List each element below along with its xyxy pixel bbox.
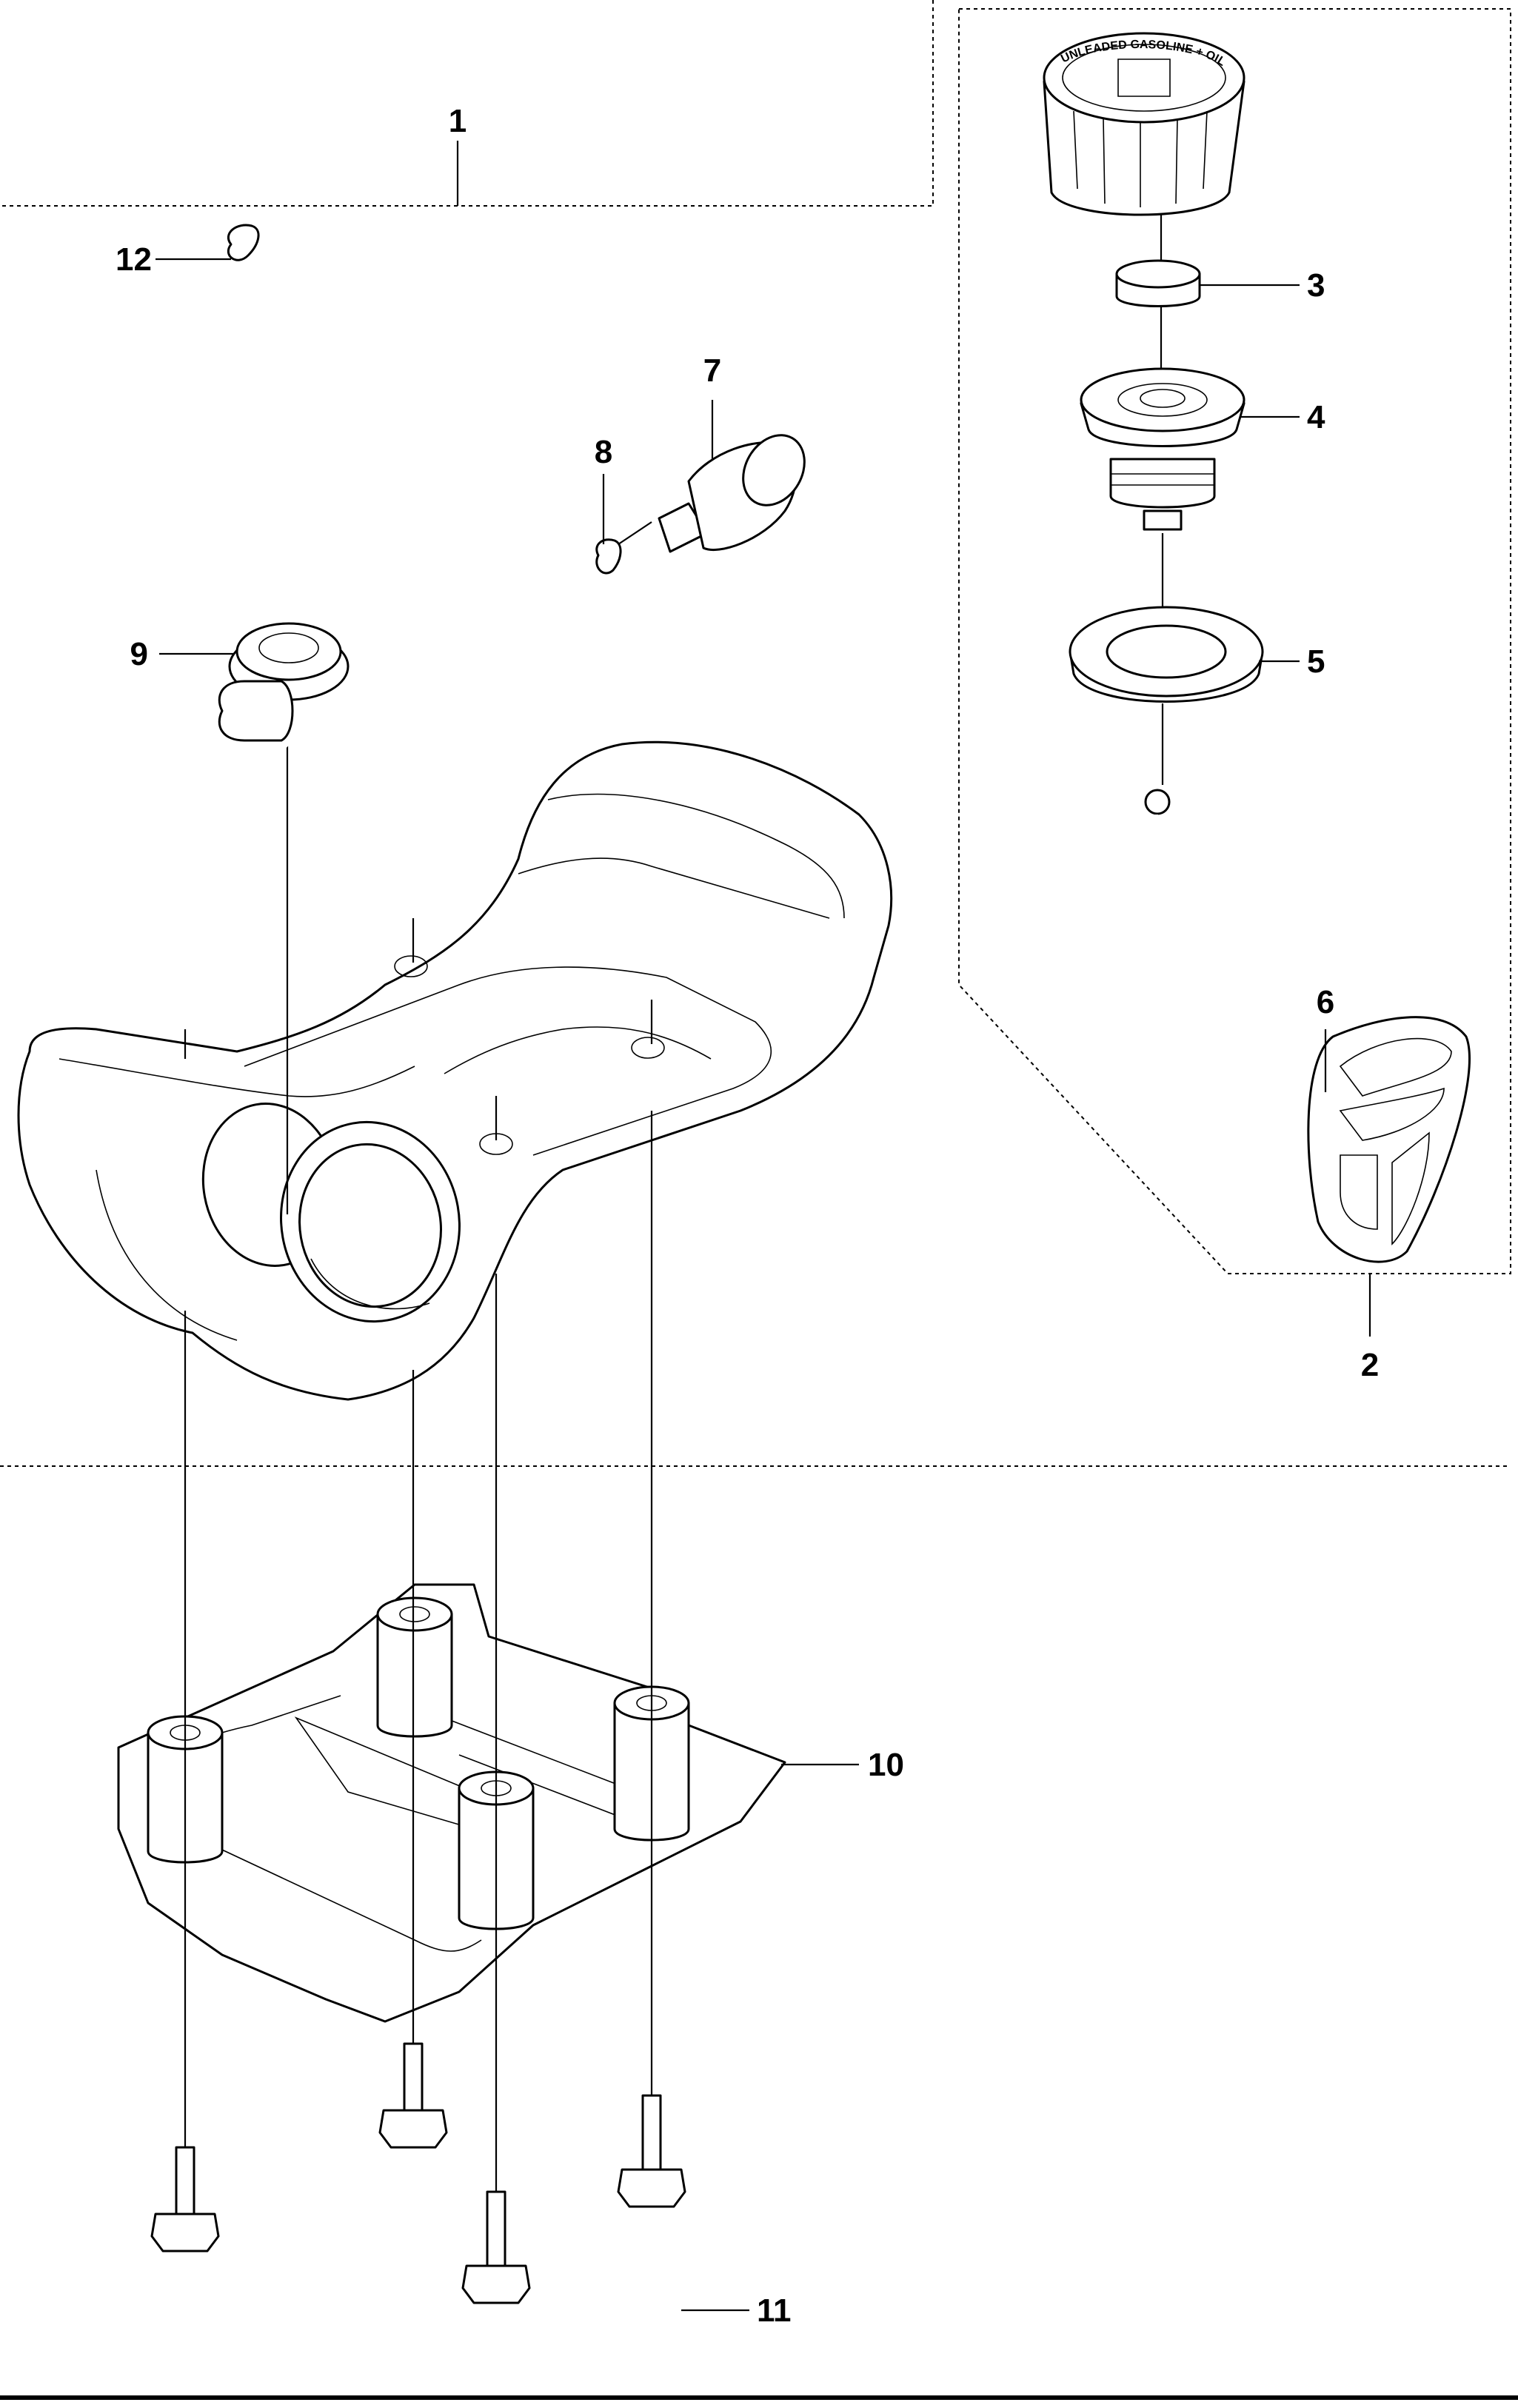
callout-8-label: 8 — [595, 434, 612, 470]
callout-9: 9 — [130, 636, 233, 672]
filter-clip — [595, 538, 622, 575]
callout-11-label: 11 — [757, 2292, 792, 2329]
gasket-ring — [1069, 533, 1264, 703]
breather-valve — [1080, 307, 1246, 531]
callout-12-label: 12 — [116, 241, 152, 278]
callout-1: 1 — [449, 103, 467, 206]
callout-1-label: 1 — [449, 103, 467, 139]
callout-7: 7 — [703, 352, 721, 389]
cap-tether — [1144, 703, 1471, 1263]
fuel-cap: UNLEADED GASOLINE + OIL — [1043, 32, 1246, 216]
callout-11: 11 — [681, 2292, 792, 2329]
callout-2-label: 2 — [1361, 1347, 1379, 1383]
callout-9-label: 9 — [130, 636, 148, 672]
callout-10-label: 10 — [868, 1747, 904, 1783]
callout-4: 4 — [1240, 399, 1325, 435]
bolt-b — [378, 2042, 448, 2149]
callout-4-label: 4 — [1307, 399, 1325, 435]
callout-3: 3 — [1200, 267, 1325, 304]
cap-seal — [1115, 215, 1201, 307]
bolt-a — [150, 2146, 220, 2253]
callout-7-label: 7 — [703, 352, 721, 389]
bolt-c — [461, 2190, 531, 2304]
fuel-tank — [17, 740, 893, 1401]
callout-12: 12 — [116, 241, 231, 278]
callout-5-label: 5 — [1307, 643, 1325, 680]
callout-6-label: 6 — [1317, 984, 1334, 1020]
callouts: 1 2 3 4 5 6 7 8 9 — [116, 103, 1379, 2329]
skid-plate — [117, 1583, 786, 2023]
callout-10: 10 — [781, 1747, 904, 1783]
assembly-lines — [184, 740, 653, 2192]
callout-8: 8 — [595, 434, 612, 544]
callout-2: 2 — [1361, 1274, 1379, 1383]
callout-5: 5 — [1259, 643, 1325, 680]
callout-3-label: 3 — [1307, 267, 1325, 304]
bolts — [150, 2042, 686, 2304]
callout-6: 6 — [1317, 984, 1334, 1092]
fuel-filter — [618, 400, 806, 553]
hose-clip — [227, 224, 260, 261]
fuel-hoses — [5, 259, 585, 752]
bolt-d — [617, 2094, 686, 2208]
